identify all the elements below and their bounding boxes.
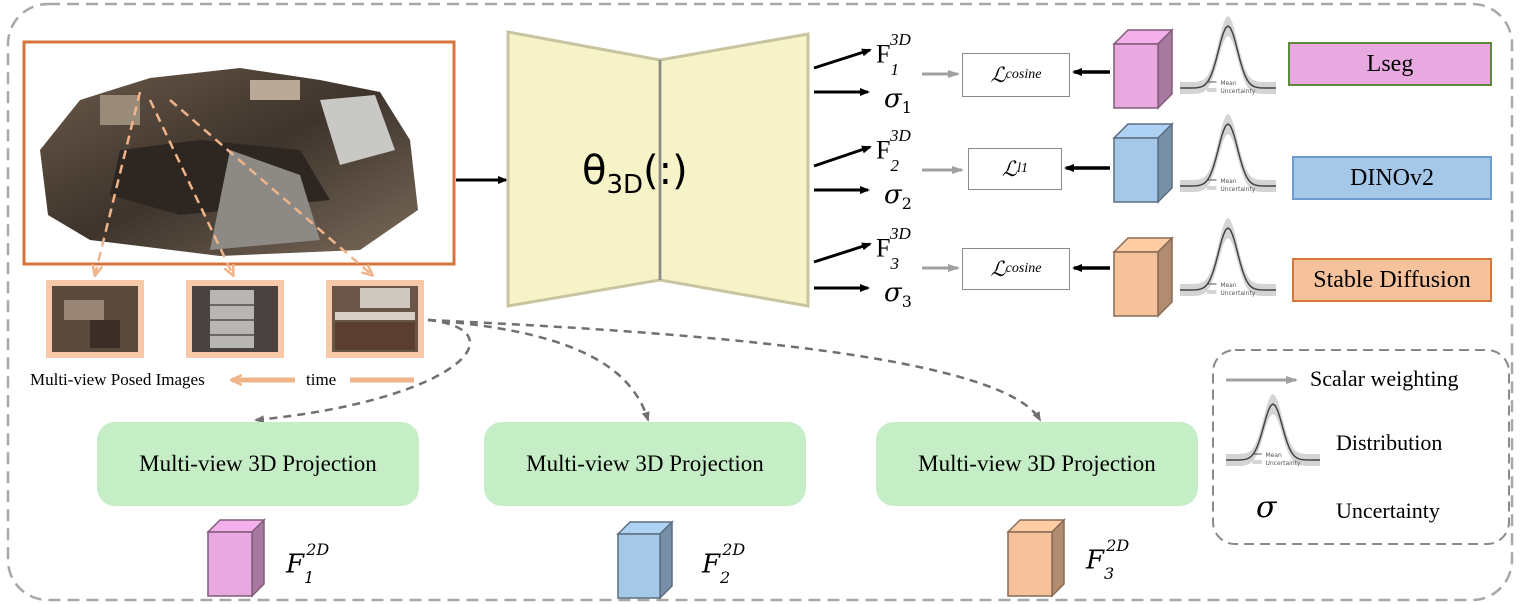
svg-text:Uncertainty: Uncertainty [1265,460,1301,467]
feature-2d-cube-2 [616,520,674,600]
feature-3d-1: F13D [876,30,911,79]
images-caption: Multi-view Posed Images [30,370,205,389]
feat-arrow-1 [813,48,872,70]
view-ray-2 [148,99,233,275]
view-ray-1 [95,91,142,275]
model-lseg: Lseg [1288,42,1492,86]
legend-uncertainty: Uncertainty [1336,498,1440,523]
feature-2d-3: F32D [1086,536,1130,583]
svg-text:Uncertainty: Uncertainty [1220,290,1256,297]
projection-link-3 [427,318,1042,422]
scene-reconstruction-image [40,68,418,256]
legend-sigma-symbol: σ [1256,490,1277,525]
projection-link-2 [427,318,650,422]
network-label: θ3D(:) [582,148,688,200]
projection-box-2: Multi-view 3D Projection [484,422,806,506]
view-thumbnail-3 [326,280,424,358]
feature-2d-2: F22D [702,540,746,587]
feat-arrow-2 [813,145,872,168]
svg-text:Mean: Mean [1265,452,1282,459]
projection-link-1 [254,318,472,424]
svg-text:Mean: Mean [1220,282,1237,289]
view-thumbnail-2 [186,280,284,358]
feature-2d-cube-3 [1006,518,1066,598]
projection-box-3: Multi-view 3D Projection [876,422,1198,506]
legend-distribution: Distribution [1336,430,1443,455]
network-block [506,30,810,308]
svg-text:Mean: Mean [1220,80,1237,87]
sigma-3: σ3 [884,278,912,312]
feature-3d-2: F23D [876,126,911,175]
target-cube-1 [1112,28,1174,110]
sigma-1: σ1 [884,84,912,118]
feature-2d-1: F12D [286,540,330,587]
outer-frame [6,2,1514,602]
view-thumbnail-1 [46,280,144,358]
time-label: time [306,370,337,389]
svg-text:Mean: Mean [1220,178,1237,185]
svg-text:Uncertainty: Uncertainty [1220,88,1256,95]
legend-box [1212,349,1510,545]
target-cube-2 [1112,122,1174,204]
model-dinov2: DINOv2 [1292,156,1492,200]
projection-box-1: Multi-view 3D Projection [97,422,419,506]
sigma-2: σ2 [884,180,912,214]
legend-scalar-weighting: Scalar weighting [1310,366,1459,391]
svg-text:Uncertainty: Uncertainty [1220,186,1256,193]
model-stable-diffusion: Stable Diffusion [1292,258,1492,302]
target-cube-3 [1112,236,1174,318]
feature-2d-cube-1 [206,518,266,598]
feature-3d-3: F33D [876,224,911,273]
feat-arrow-3 [813,242,872,264]
